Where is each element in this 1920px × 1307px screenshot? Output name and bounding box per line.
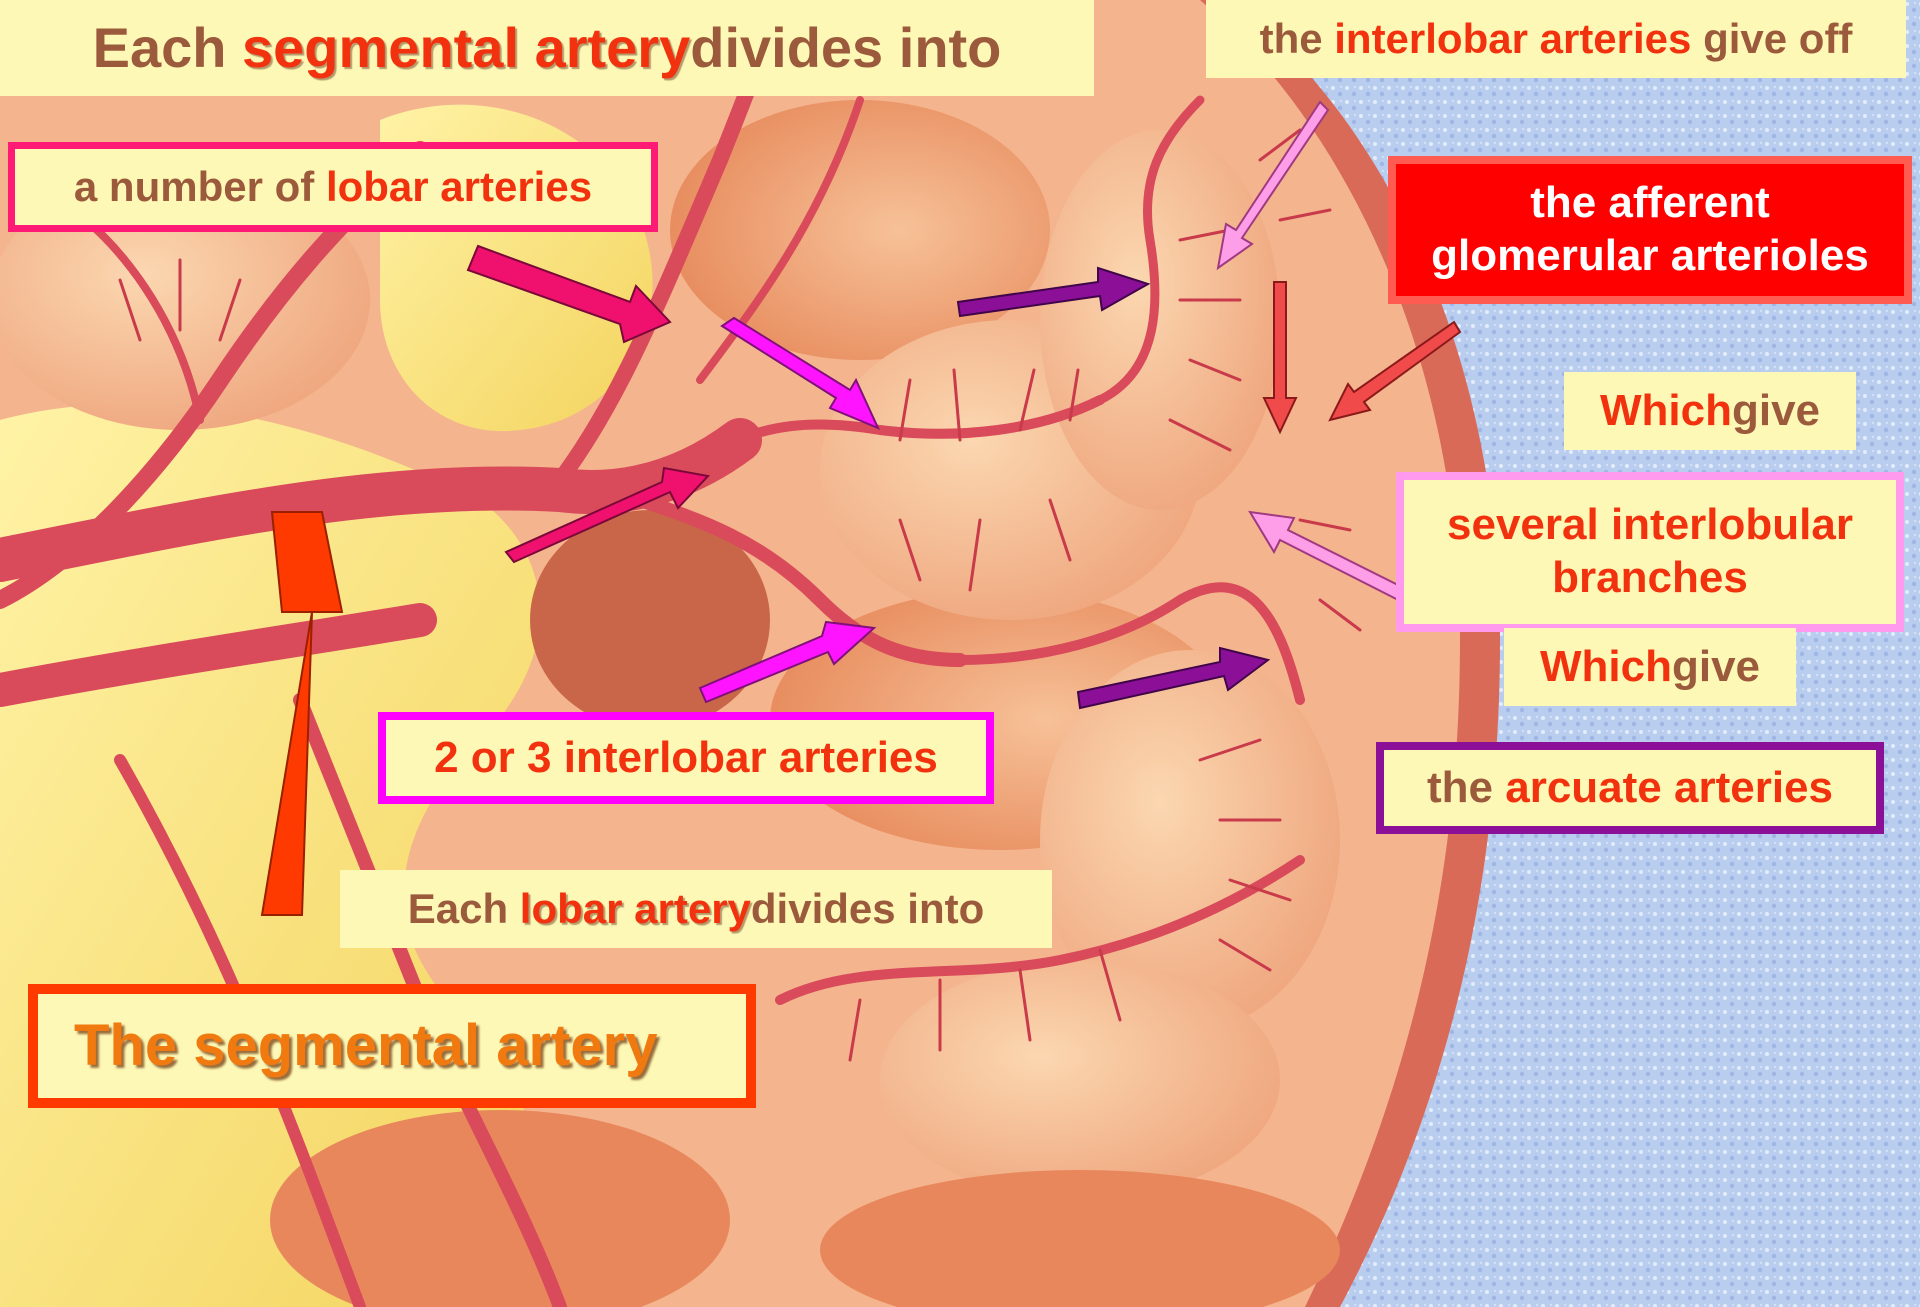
arcuate-highlight: arcuate arteries xyxy=(1505,762,1833,815)
label-segmental-artery: The segmental artery xyxy=(28,984,756,1108)
lobar-divides-pre: Each xyxy=(408,884,508,934)
label-arcuate-arteries: the arcuate arteries xyxy=(1376,742,1884,834)
title-post: divides into xyxy=(690,14,1001,81)
interlobular-line2: branches xyxy=(1552,552,1748,605)
label-afferent-arterioles: the afferent glomerular arterioles xyxy=(1388,156,1912,304)
which-give-2-post: give xyxy=(1672,641,1760,694)
interlobar-give-highlight: interlobar arteries xyxy=(1334,14,1691,64)
label-interlobar-give-off: the interlobar arteries give off xyxy=(1206,0,1906,78)
label-two-three-interlobar: 2 or 3 interlobar arteries xyxy=(378,712,994,804)
two-three-text: 2 or 3 interlobar arteries xyxy=(434,732,938,785)
arcuate-pre: the xyxy=(1427,762,1493,815)
label-lobar-arteries: a number of lobar arteries xyxy=(8,142,658,232)
lobar-highlight: lobar arteries xyxy=(326,162,592,212)
afferent-line2: glomerular arterioles xyxy=(1431,230,1869,283)
interlobar-give-pre: the xyxy=(1260,14,1323,64)
title-pre: Each xyxy=(93,14,227,81)
lobar-pre: a number of xyxy=(74,162,314,212)
lobe xyxy=(1040,130,1280,510)
lobar-divides-highlight: lobar artery xyxy=(520,884,751,934)
label-lobar-divides: Each lobar artery divides into xyxy=(340,870,1052,948)
which-give-1-post: give xyxy=(1732,385,1820,438)
lobar-divides-post: divides into xyxy=(751,884,984,934)
which-give-2-highlight: Which xyxy=(1540,641,1672,694)
label-title-segmental: Each segmental artery divides into xyxy=(0,0,1094,96)
label-which-give-1: Which give xyxy=(1564,372,1856,450)
label-which-give-2: Which give xyxy=(1504,628,1796,706)
label-interlobular-branches: several interlobular branches xyxy=(1396,472,1904,632)
interlobar-give-post: give off xyxy=(1703,14,1852,64)
title-highlight: segmental artery xyxy=(242,14,690,81)
segmental-text: The segmental artery xyxy=(74,1011,657,1081)
afferent-line1: the afferent xyxy=(1530,177,1770,230)
interlobular-line1: several interlobular xyxy=(1447,499,1853,552)
which-give-1-highlight: Which xyxy=(1600,385,1732,438)
